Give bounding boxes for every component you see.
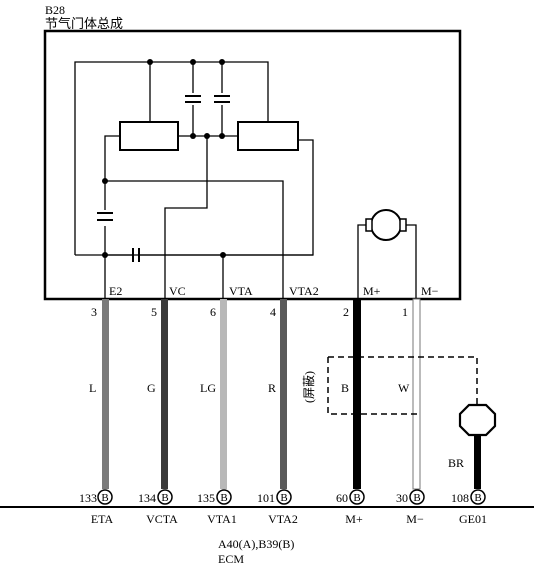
ecm-terminal-134: 134 B VCTA [138, 489, 178, 526]
wire-code-lg: LG [200, 381, 216, 395]
wire-lg [220, 299, 227, 489]
pin-number-vta: 6 [210, 305, 216, 319]
ecm-pin-suffix: B [161, 492, 168, 504]
wire-r [280, 299, 287, 489]
pin-number-m-minus: 1 [402, 305, 408, 319]
signal-name-vta2: VTA2 [289, 284, 319, 298]
ecm-pin-number: 108 [451, 491, 469, 505]
ecm-pin-suffix: B [474, 492, 481, 504]
wire-code-l: L [89, 381, 96, 395]
shield-ground-icon [458, 403, 497, 437]
wire-code-r: R [268, 381, 276, 395]
sensor-resistor-1 [119, 121, 179, 151]
ecm-terminal-name: M+ [345, 512, 363, 526]
ecm-pin-suffix: B [353, 492, 360, 504]
shield-label: (屏蔽) [302, 371, 316, 403]
wire-w [412, 298, 421, 490]
ecm-terminal-name: ETA [91, 512, 114, 526]
signal-name-m-plus: M+ [363, 284, 381, 298]
ecm-pin-suffix: B [280, 492, 287, 504]
ecm-terminal-name: VTA2 [268, 512, 298, 526]
ecm-terminal-108: 108 B GE01 [451, 489, 487, 526]
ecm-terminal-60: 60 B M+ [336, 489, 365, 526]
junction-dots [102, 59, 226, 258]
internal-sensor-circuit [74, 61, 314, 299]
pin-number-m-plus: 2 [343, 305, 349, 319]
wire-code-w: W [398, 381, 410, 395]
ecm-pin-number: 30 [396, 491, 408, 505]
ecm-terminal-30: 30 B M− [396, 489, 425, 526]
wire-code-g: G [147, 381, 156, 395]
signal-name-e2: E2 [109, 284, 122, 298]
signal-name-vc: VC [169, 284, 186, 298]
wire-b [353, 299, 361, 489]
wire-l [102, 299, 109, 489]
signal-name-m-minus: M− [421, 284, 439, 298]
ecm-pin-number: 101 [257, 491, 275, 505]
wire-g [161, 299, 168, 489]
signal-name-vta: VTA [229, 284, 253, 298]
ecm-pin-suffix: B [101, 492, 108, 504]
ecm-pin-suffix: B [220, 492, 227, 504]
motor-icon [357, 209, 417, 299]
ecm-pin-suffix: B [413, 492, 420, 504]
component-name: 节气门体总成 [45, 16, 123, 31]
pin-number-vc: 5 [151, 305, 157, 319]
ecm-terminal-133: 133 B ETA [79, 489, 114, 526]
shield-outline [327, 356, 478, 415]
pin-number-e2: 3 [91, 305, 97, 319]
ecm-pin-number: 60 [336, 491, 348, 505]
ecm-name: ECM [218, 552, 244, 566]
ecm-pin-number: 135 [197, 491, 215, 505]
ecm-pin-number: 133 [79, 491, 97, 505]
wire-br [474, 432, 481, 489]
pin-number-vta2: 4 [270, 305, 276, 319]
wire-code-br: BR [448, 456, 464, 470]
ecm-terminal-135: 135 B VTA1 [197, 489, 237, 526]
component-code: B28 [45, 3, 65, 17]
throttle-body-box [43, 29, 462, 301]
sensor-resistor-2 [237, 121, 299, 151]
ecm-terminal-name: GE01 [459, 512, 487, 526]
ecm-pin-number: 134 [138, 491, 156, 505]
ecm-terminal-name: VTA1 [207, 512, 237, 526]
ecm-terminal-101: 101 B VTA2 [257, 489, 298, 526]
ecm-terminal-name: M− [406, 512, 424, 526]
ecm-connectors: A40(A),B39(B) [218, 537, 294, 551]
ecm-terminal-name: VCTA [146, 512, 178, 526]
wire-code-b: B [341, 381, 349, 395]
